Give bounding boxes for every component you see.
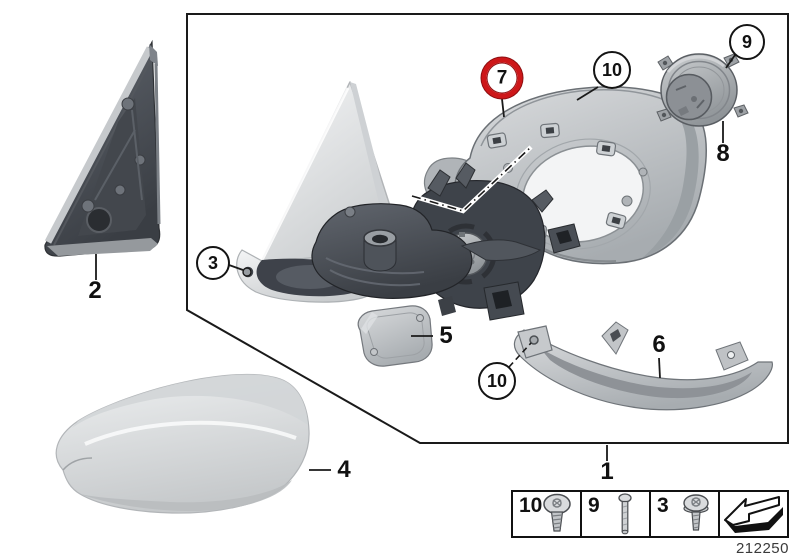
callout-4[interactable]: 4 <box>337 456 351 483</box>
legend-cell-10[interactable]: 10 <box>513 492 582 536</box>
long-screw-icon <box>618 493 632 535</box>
callout-1[interactable]: 1 <box>600 458 614 485</box>
legend-label-10: 10 <box>519 494 543 517</box>
legend-label-9: 9 <box>588 494 600 517</box>
callout-9[interactable]: 9 <box>729 24 765 60</box>
legend-cell-arrow <box>720 492 787 536</box>
callout-8[interactable]: 8 <box>716 140 730 167</box>
part-6-drawing <box>513 321 773 411</box>
callout-7-highlighted[interactable]: 7 <box>481 57 523 99</box>
legend-cell-3[interactable]: 3 <box>651 492 720 536</box>
callout-10-top[interactable]: 10 <box>593 51 631 89</box>
fastener-legend-table: 10 9 3 <box>511 490 789 538</box>
drive-motor-drawing <box>656 53 749 127</box>
part-5-drawing <box>357 305 433 367</box>
leader-lines <box>95 54 736 471</box>
callout-3[interactable]: 3 <box>196 246 230 280</box>
callout-6[interactable]: 6 <box>652 331 666 358</box>
legend-label-3: 3 <box>657 494 669 517</box>
legend-cell-9[interactable]: 9 <box>582 492 651 536</box>
callout-2[interactable]: 2 <box>88 277 102 304</box>
flange-screw-icon <box>683 494 709 531</box>
callout-5[interactable]: 5 <box>439 322 453 349</box>
callout-10-bottom[interactable]: 10 <box>478 362 516 400</box>
part-2-drawing <box>44 39 161 257</box>
drawing-number: 212250 <box>735 540 789 557</box>
direction-arrow-icon <box>724 496 783 533</box>
motor-body-drawing <box>311 203 542 299</box>
pan-head-screw-icon <box>543 493 571 532</box>
part-4-drawing <box>55 373 310 514</box>
